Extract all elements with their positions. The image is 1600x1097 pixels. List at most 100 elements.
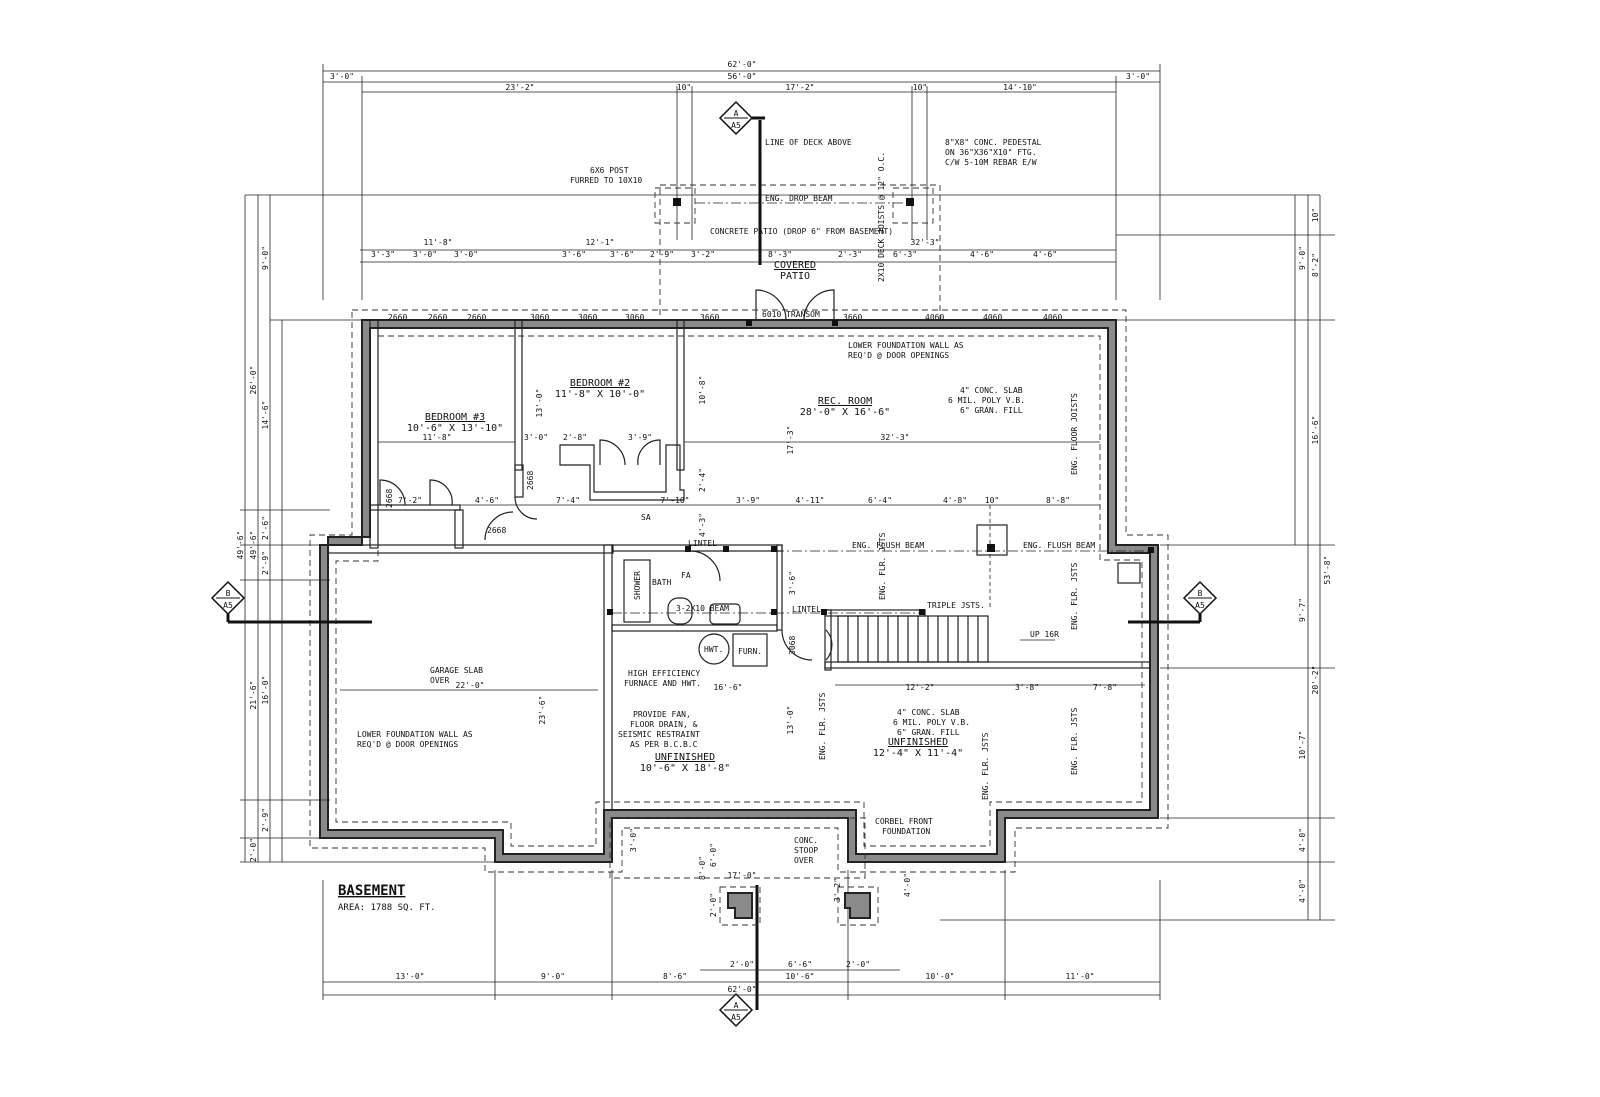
note-slab1b: 4" CONC. SLAB: [897, 708, 960, 717]
window-dimensions: 11'-8" 12'-1" 8'-3" 32'-3" 3'-3" 3'-0" 3…: [245, 194, 1335, 321]
door-6010: 6010 TRANSOM: [762, 310, 820, 319]
dim-r2-3: 3'-6": [562, 250, 586, 259]
dim-b9: 10'-6": [786, 972, 815, 981]
dim-rr5: 9'-7": [1298, 598, 1307, 622]
dim-i-323: 32'-3": [881, 433, 910, 442]
dim-i-133: 13'-0": [535, 389, 544, 418]
note-patio: CONCRETE PATIO (DROP 6" FROM BASEMENT): [710, 227, 893, 236]
interior-walls: [327, 319, 1151, 811]
door-3060-a: 3060: [530, 313, 549, 322]
note-post1: 6X6 POST: [590, 166, 629, 175]
dim-i-166: 16'-6": [714, 683, 743, 692]
note-lintel: LINTEL: [688, 539, 717, 548]
dim-i-30b: 3'-0": [629, 828, 638, 852]
dim-i-39b: 3'-9": [736, 496, 760, 505]
unfin2-name: UNFINISHED: [888, 737, 948, 748]
note-triple: TRIPLE JSTS.: [927, 601, 985, 610]
dim-r2-1: 3'-0": [413, 250, 437, 259]
dim-l7: 21'-6": [249, 681, 258, 710]
bedroom2-size: 11'-8" X 10'-0": [555, 389, 645, 400]
interior-dimensions: 11'-8" 32'-3" 3'-0" 2'-8" 3'-9" 13'-0" 1…: [340, 376, 1145, 917]
dim-t5: 14'-10": [1003, 83, 1037, 92]
rec-size: 28'-0" X 16'-6": [800, 407, 890, 418]
dim-rr4: 16'-6": [1311, 416, 1320, 445]
note-lfw2: REQ'D @ DOOR OPENINGS: [848, 351, 949, 360]
plan-area: AREA: 1788 SQ. FT.: [338, 903, 436, 913]
furn-label: FURN.: [738, 647, 762, 656]
bedroom3-name: BEDROOM #3: [425, 412, 485, 423]
note-fan1: PROVIDE FAN,: [633, 710, 691, 719]
front-piers: [609, 817, 879, 926]
dim-b1: 13'-0": [396, 972, 425, 981]
note-sa: SA: [641, 513, 651, 522]
dim-t4: 10": [913, 83, 927, 92]
dim-l2: 26'-0": [249, 366, 258, 395]
dim-top-r: 3'-0": [1126, 72, 1150, 81]
bath-name: BATH: [652, 578, 671, 587]
door-codes: 2660 2660 2660 3060 3060 3060 3660 3660 …: [385, 310, 1062, 655]
dim-l8: 2'-9": [261, 808, 270, 832]
dim-i-122: 12'-2": [906, 683, 935, 692]
dim-i-24: 2'-4": [698, 468, 707, 492]
door-3660-b: 3660: [843, 313, 862, 322]
dim-top-inner: 56'-0": [728, 72, 757, 81]
door-2668-c: 2668: [526, 471, 535, 490]
dim-r2-9: 4'-6": [970, 250, 994, 259]
exterior-walls: [309, 309, 1169, 873]
dim-r1b: 12'-1": [586, 238, 615, 247]
unfin2-size: 12'-4" X 11'-4": [873, 748, 963, 759]
note-slab1: 4" CONC. SLAB: [960, 386, 1023, 395]
note-lfw1b: LOWER FOUNDATION WALL AS: [357, 730, 473, 739]
dim-top-l: 3'-0": [330, 72, 354, 81]
note-stoop1: CONC.: [794, 836, 818, 845]
dim-t2: 10": [677, 83, 691, 92]
fixtures: [623, 524, 1141, 667]
note-dropbeam: ENG. DROP BEAM: [765, 194, 833, 203]
dim-rr1: 10": [1311, 208, 1320, 222]
dim-b7: 6'-6": [788, 960, 812, 969]
note-flrjsts5: ENG. FLR. JSTS: [981, 732, 990, 800]
dim-b3: 8'-6": [663, 972, 687, 981]
door-3060-c: 3060: [625, 313, 644, 322]
bedroom2-name: BEDROOM #2: [570, 378, 630, 389]
doors: [379, 289, 835, 661]
dim-l6: 16'-0": [261, 676, 270, 705]
dim-i-236: 23'-6": [538, 696, 547, 725]
section-b-right: B A5: [1128, 580, 1218, 624]
dim-r-total: 53'-8": [1323, 556, 1332, 585]
shower-name: SHOWER: [633, 571, 642, 600]
dim-b6: 2'-0": [730, 960, 754, 969]
dim-b5: 11'-0": [1066, 972, 1095, 981]
dim-i-118: 11'-8": [423, 433, 452, 442]
dim-l1: 9'-0": [261, 246, 270, 270]
dim-l-total: 49'-6": [236, 531, 245, 560]
door-2668-b: 2668: [385, 489, 394, 508]
note-lfw2b: REQ'D @ DOOR OPENINGS: [357, 740, 458, 749]
dim-b-total: 62'-0": [728, 985, 757, 994]
dim-i-72: 7'-2": [398, 496, 422, 505]
door-4060-b: 4060: [983, 313, 1002, 322]
note-flush1: ENG. FLUSH BEAM: [852, 541, 924, 550]
section-a-top: A A5: [718, 100, 765, 136]
dim-i-108: 10'-8": [698, 376, 707, 405]
dim-i-80: 8'-0": [698, 856, 707, 880]
dim-i-32: 3'-2": [833, 878, 842, 902]
note-lfw1: LOWER FOUNDATION WALL AS: [848, 341, 964, 350]
dim-i-78: 7'-8": [1093, 683, 1117, 692]
note-corbel2: FOUNDATION: [882, 827, 930, 836]
note-corbel1: CORBEL FRONT: [875, 817, 933, 826]
note-flrjsts1: ENG. FLR. JSTS: [878, 532, 887, 600]
dim-i-40: 4'-0": [903, 873, 912, 897]
dim-i-39: 3'-9": [628, 433, 652, 442]
dim-i-220: 22'-0": [456, 681, 485, 690]
door-2660-b: 2660: [428, 313, 447, 322]
dim-b10: 17'-0": [728, 871, 757, 880]
dim-r2-2: 3'-0": [454, 250, 478, 259]
dim-i-74: 7'-4": [556, 496, 580, 505]
door-2668-a: 2668: [487, 526, 506, 535]
note-joists: 2X10 DECK JOISTS @ 12" O.C.: [877, 152, 886, 282]
notes: LOWER FOUNDATION WALL AS REQ'D @ DOOR OP…: [357, 341, 1095, 865]
deck-area: LINE OF DECK ABOVE 6X6 POST FURRED TO 10…: [570, 120, 1042, 321]
note-flrjsts4: ENG. FLR. JSTS: [1070, 707, 1079, 775]
sec-b-left-sheet: A5: [223, 601, 233, 610]
